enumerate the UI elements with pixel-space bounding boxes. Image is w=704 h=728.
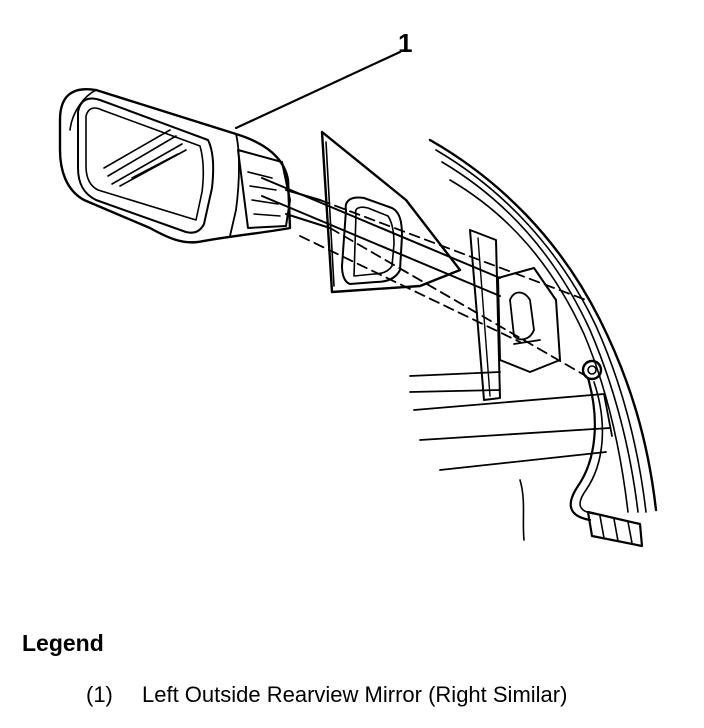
wiring-harness	[569, 376, 644, 548]
mounting-studs	[261, 177, 587, 377]
mirror-housing	[58, 87, 292, 244]
door-frame	[409, 138, 658, 541]
mounting-gasket	[320, 130, 462, 294]
grommet	[581, 359, 603, 381]
electrical-connector	[586, 510, 644, 548]
legend-item-text: Left Outside Rearview Mirror (Right Simi…	[142, 682, 568, 707]
legend-item: (1) Left Outside Rearview Mirror (Right S…	[86, 682, 567, 708]
legend-item-number: (1)	[86, 682, 113, 707]
legend-title: Legend	[22, 630, 104, 656]
callout-number: 1	[398, 28, 413, 58]
callout-leader-line	[234, 50, 402, 130]
mirror-installation-illustration	[58, 50, 658, 548]
